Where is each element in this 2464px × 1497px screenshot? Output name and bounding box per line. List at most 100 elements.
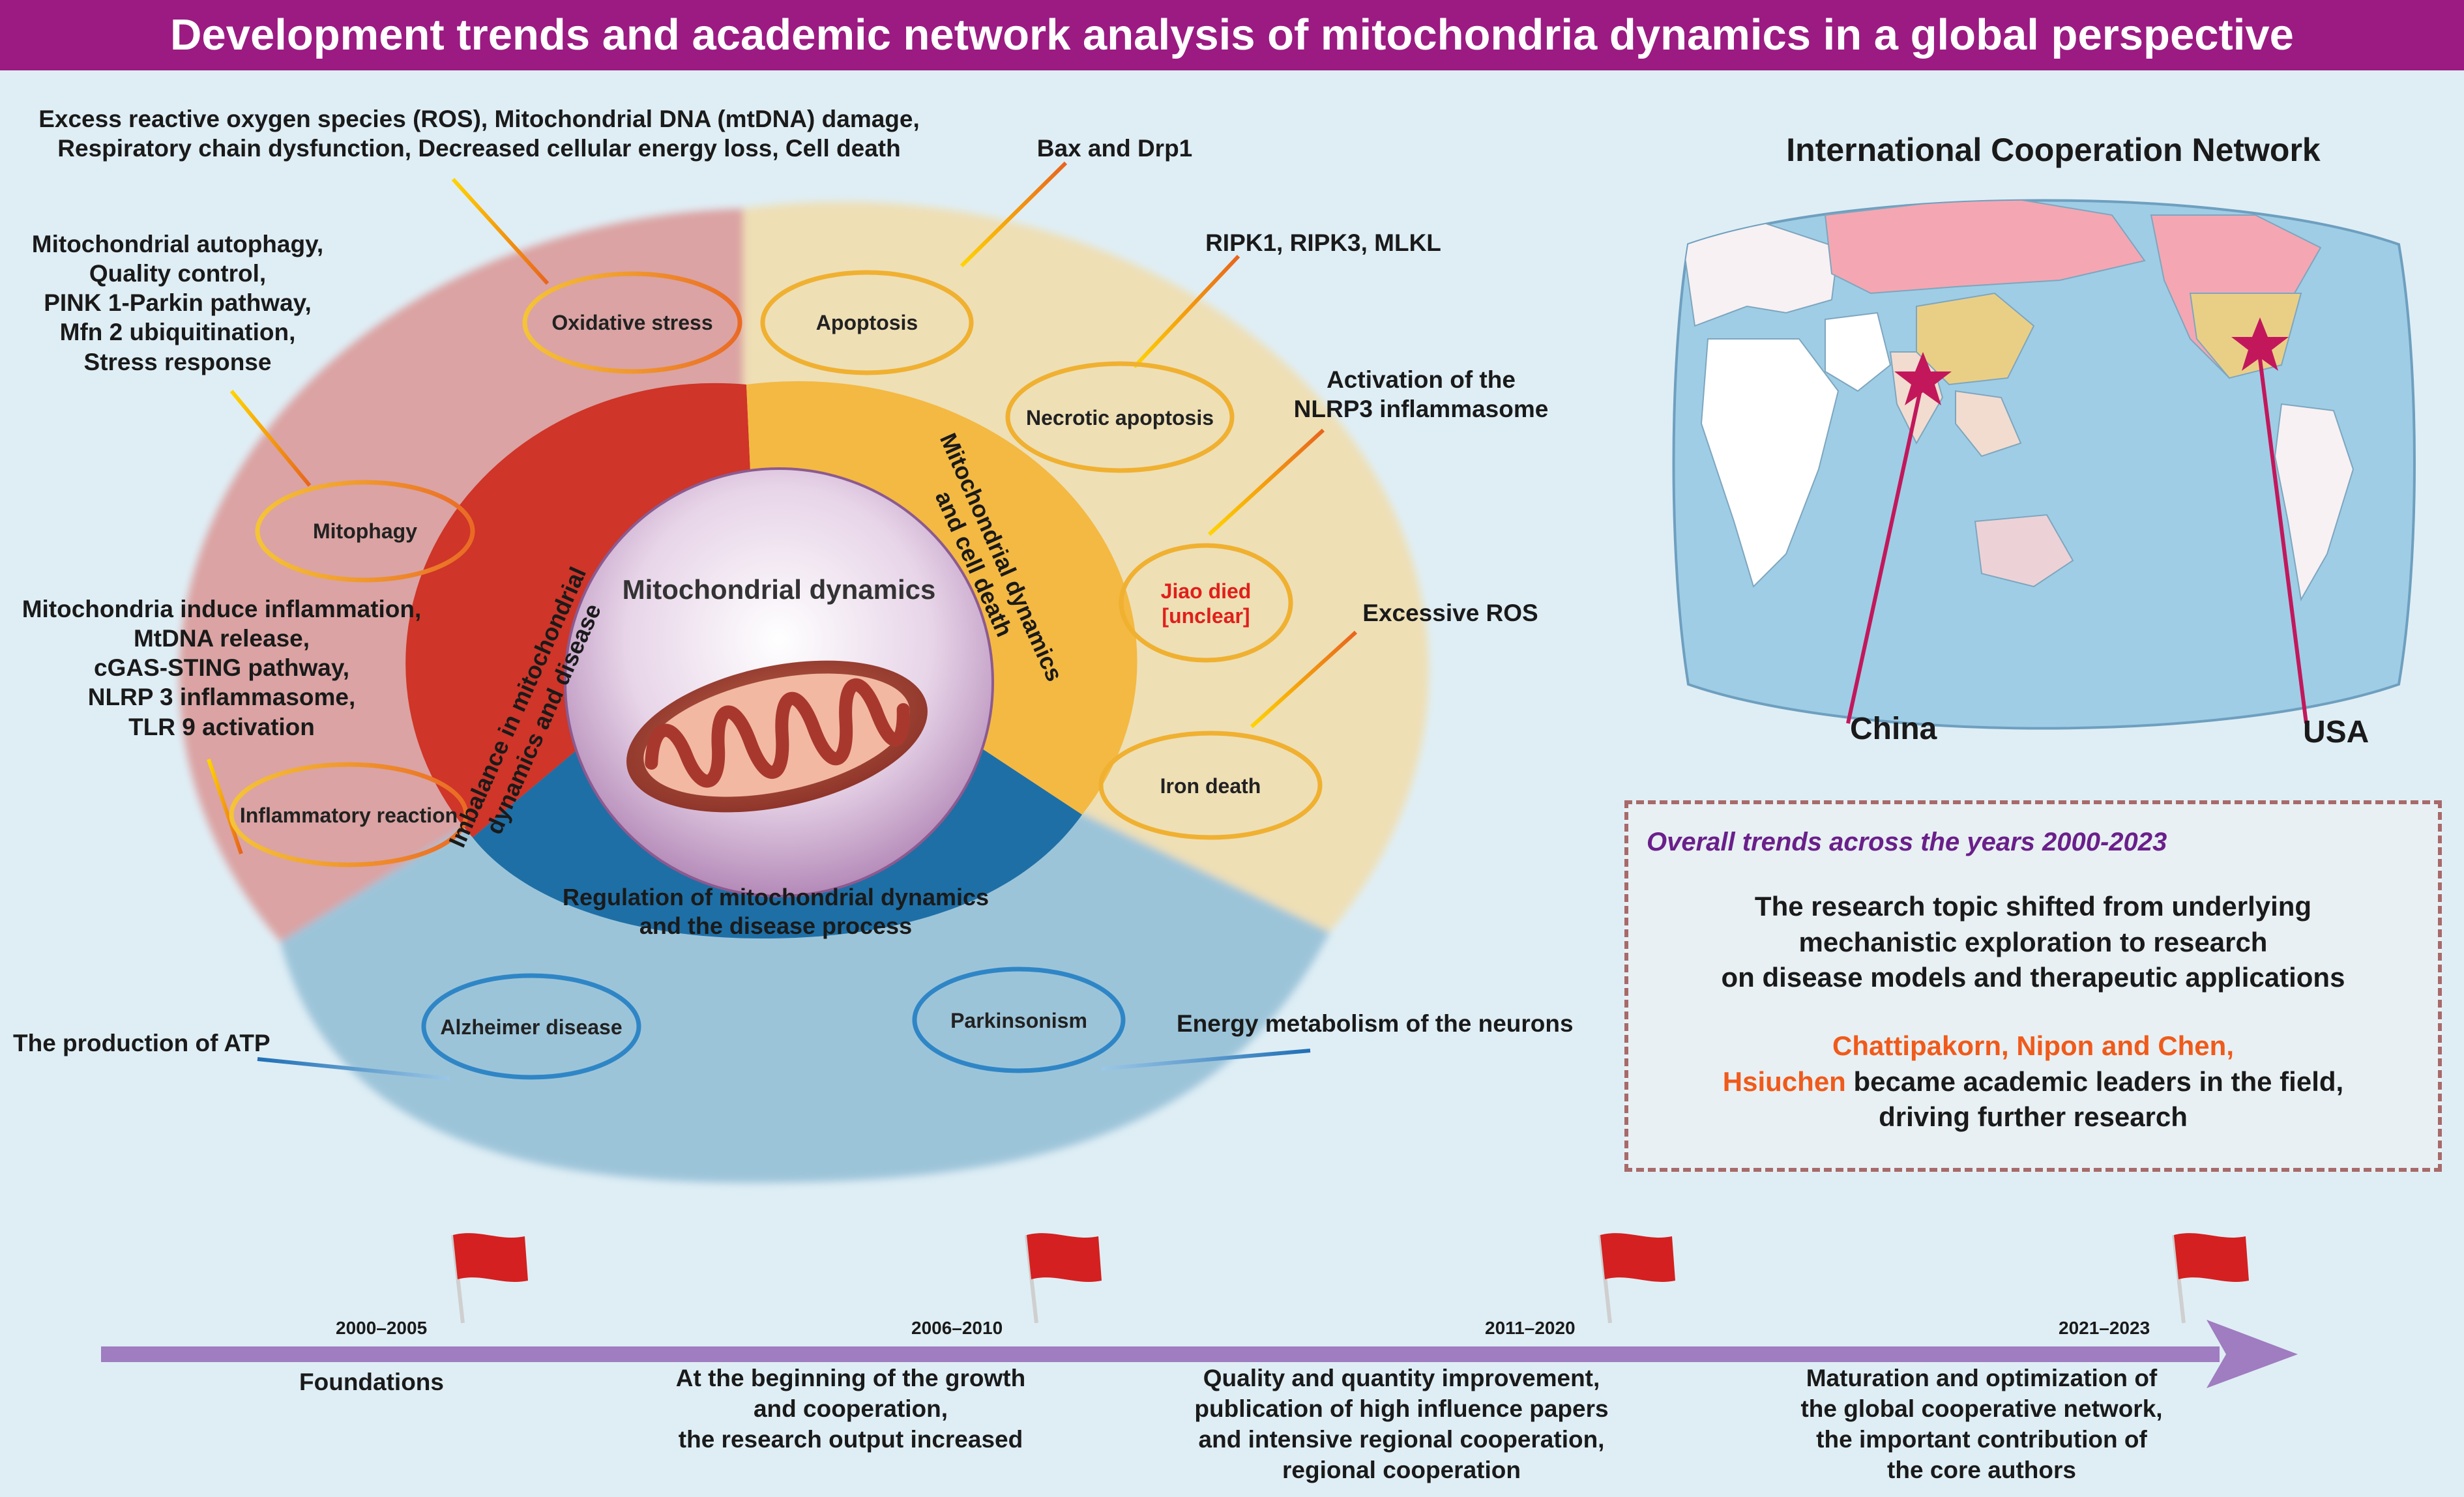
timeline-arrowhead <box>2207 1320 2298 1388</box>
period-line: Foundations <box>299 1369 444 1395</box>
connector-atp <box>257 1057 450 1081</box>
map-russia <box>1824 200 2146 295</box>
period-line: Quality and quantity improvement, <box>1203 1365 1600 1391</box>
connector-lines <box>207 161 1358 1081</box>
period-line: the global cooperative network, <box>1800 1395 2163 1422</box>
flag-icon <box>1025 1233 1102 1324</box>
period-description: Foundations <box>215 1367 528 1398</box>
annotation-inflammation-line: TLR 9 activation <box>128 713 315 740</box>
map-australia <box>1974 514 2074 588</box>
period-line: the research output increased <box>678 1425 1023 1453</box>
annotation-mitophagy-line: Mitochondrial autophagy, <box>31 231 324 257</box>
connector-nlrp3 <box>1207 428 1325 536</box>
label-jiao-died: Jiao died [unclear] <box>1121 579 1291 629</box>
label-alzheimer: Alzheimer disease <box>440 1015 623 1039</box>
label-apoptosis: Apoptosis <box>815 311 918 334</box>
period-line: and cooperation, <box>753 1395 948 1422</box>
connector-energy <box>1101 1049 1311 1071</box>
label-jiao-died-line2: [unclear] <box>1162 604 1250 628</box>
annotation-nlrp3-line1: Activation of the <box>1327 366 1516 393</box>
annotation-ros-line2: Respiratory chain dysfunction, Decreased… <box>57 135 901 162</box>
connector-inflammation <box>207 759 243 854</box>
annotation-inflammation: Mitochondria induce inflammation, MtDNA … <box>0 594 443 742</box>
label-iron-death: Iron death <box>1160 774 1261 798</box>
trends-body: The research topic shifted from underlyi… <box>1628 889 2438 996</box>
header-bar: Development trends and academic network … <box>0 0 2464 70</box>
ellipse-inflammatory-reaction <box>229 762 469 867</box>
label-necrotic-apoptosis: Necrotic apoptosis <box>1025 406 1214 429</box>
label-inflammatory-reaction: Inflammatory reaction <box>239 804 458 827</box>
ellipse-oxidative-stress <box>522 271 742 374</box>
leaders-rest2: driving further research <box>1879 1101 2188 1133</box>
map-title: International Cooperation Network <box>1786 132 2321 168</box>
annotation-inflammation-line: NLRP 3 inflammasome, <box>87 684 356 711</box>
connector-apoptosis <box>960 161 1068 268</box>
leaders-highlight1: Chattipakorn, Nipon and Chen, <box>1832 1030 2234 1061</box>
period-line: Maturation and optimization of <box>1806 1365 2158 1391</box>
label-mitophagy: Mitophagy <box>313 519 417 543</box>
annotation-energy: Energy metabolism of the neurons <box>1177 1010 1574 1037</box>
period-line: the important contribution of <box>1816 1425 2147 1453</box>
period-line: publication of high influence papers <box>1194 1395 1609 1422</box>
trends-body-line3: on disease models and therapeutic applic… <box>1721 962 2345 993</box>
map-africa <box>1700 338 1840 588</box>
period-line: At the beginning of the growth <box>675 1365 1026 1391</box>
ellipse-necrotic-apoptosis <box>1005 361 1235 473</box>
annotation-ros: Excess reactive oxygen species (ROS), Mi… <box>0 104 958 163</box>
ellipse-mitophagy <box>255 480 475 583</box>
period-description: Maturation and optimization of the globa… <box>1773 1363 2190 1486</box>
page-title: Development trends and academic network … <box>170 10 2294 59</box>
topic-ellipses <box>229 270 1323 1080</box>
timeline-flags <box>451 1233 2249 1324</box>
trends-body-line2: mechanistic exploration to research <box>1798 926 2268 957</box>
annotation-bax: Bax and Drp1 <box>1036 135 1193 162</box>
annotation-ros-line1: Excess reactive oxygen species (ROS), Mi… <box>38 106 920 132</box>
map-europe <box>1680 220 1840 327</box>
annotation-mitophagy: Mitochondrial autophagy, Quality control… <box>0 229 355 377</box>
mitochondrion-illustration <box>626 660 928 813</box>
leaders-rest1: became academic leaders in the field, <box>1845 1066 2344 1097</box>
annotation-mitophagy-line: Quality control, <box>89 260 267 287</box>
map-label-china: China <box>1850 712 1937 746</box>
annotation-inflammation-line: MtDNA release, <box>133 625 310 652</box>
map-south-america <box>2274 403 2354 602</box>
annotation-atp: The production of ATP <box>13 1030 271 1056</box>
annotation-mitophagy-line: Mfn 2 ubiquitination, <box>59 319 296 346</box>
annotation-mitophagy-line: Stress response <box>83 348 272 375</box>
connector-mitophagy <box>229 390 312 487</box>
map-label-usa: USA <box>2303 715 2369 749</box>
map-seasia <box>1955 390 2022 458</box>
annotation-ripk: RIPK1, RIPK3, MLKL <box>1205 229 1441 256</box>
world-map <box>1672 199 2416 730</box>
ring-label-regulation-line2: and the disease process <box>639 912 913 939</box>
connector-ros <box>1250 630 1358 729</box>
trends-heading: Overall trends across the years 2000-202… <box>1647 828 2167 856</box>
china-star-icon <box>1894 352 1952 405</box>
period-years: 2006–2010 <box>911 1318 1003 1338</box>
annotation-nlrp3: Activation of the NLRP3 inflammasome <box>1258 365 1584 424</box>
trends-box: Overall trends across the years 2000-202… <box>1624 800 2442 1172</box>
annotation-mitophagy-line: PINK 1-Parkin pathway, <box>44 289 312 317</box>
period-line: the core authors <box>1887 1456 2076 1483</box>
china-pointer-line <box>1846 377 1925 724</box>
flag-icon <box>451 1233 528 1324</box>
center-label: Mitochondrial dynamics <box>622 574 936 605</box>
map-middle-east <box>1825 312 1892 392</box>
ring-label-regulation-line1: Regulation of mitochondrial dynamics <box>562 884 990 910</box>
period-years: 2021–2023 <box>2059 1318 2150 1338</box>
period-line: and intensive regional cooperation, <box>1198 1425 1605 1453</box>
ring-label-regulation: Regulation of mitochondrial dynamics and… <box>521 883 1030 940</box>
ellipse-parkinsonism <box>912 967 1126 1073</box>
period-years: 2011–2020 <box>1485 1318 1576 1338</box>
trends-body-line1: The research topic shifted from underlyi… <box>1754 891 2312 922</box>
usa-star-icon <box>2231 317 2289 371</box>
usa-pointer-line <box>2257 348 2308 724</box>
ellipse-apoptosis <box>760 270 974 375</box>
label-jiao-died-line1: Jiao died <box>1160 579 1252 603</box>
annotation-inflammation-line: cGAS-STING pathway, <box>94 654 349 682</box>
map-china <box>1916 292 2035 386</box>
timeline-shaft <box>101 1346 2220 1362</box>
connector-necrotic <box>1132 254 1240 369</box>
annotation-nlrp3-line2: NLRP3 inflammasome <box>1293 396 1549 423</box>
connector-oxidative <box>451 177 550 285</box>
